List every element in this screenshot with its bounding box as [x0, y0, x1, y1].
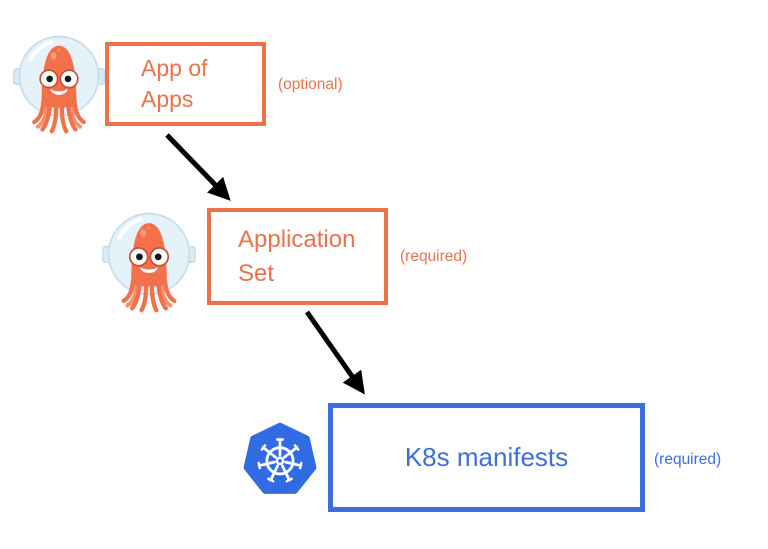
arrow-app-of-apps-to-application-set — [165, 133, 231, 201]
node-app-of-apps: App of Apps — [105, 42, 266, 126]
node-k8s-manifests: K8s manifests — [328, 403, 645, 512]
kubernetes-icon — [243, 422, 317, 494]
node-application-set: Application Set — [207, 208, 388, 305]
arrow-application-set-to-k8s-manifests — [304, 310, 365, 395]
annotation-required: (required) — [400, 248, 468, 265]
annotation-optional: (optional) — [278, 76, 343, 93]
node-k8s-manifests-label: K8s manifests — [404, 442, 569, 472]
argo-octopus-icon — [13, 32, 105, 135]
node-app-of-apps-label: App of Apps — [141, 55, 208, 112]
node-application-set-label: Application Set — [238, 225, 356, 287]
argo-octopus-icon — [102, 209, 196, 314]
annotation-required: (required) — [654, 451, 722, 468]
